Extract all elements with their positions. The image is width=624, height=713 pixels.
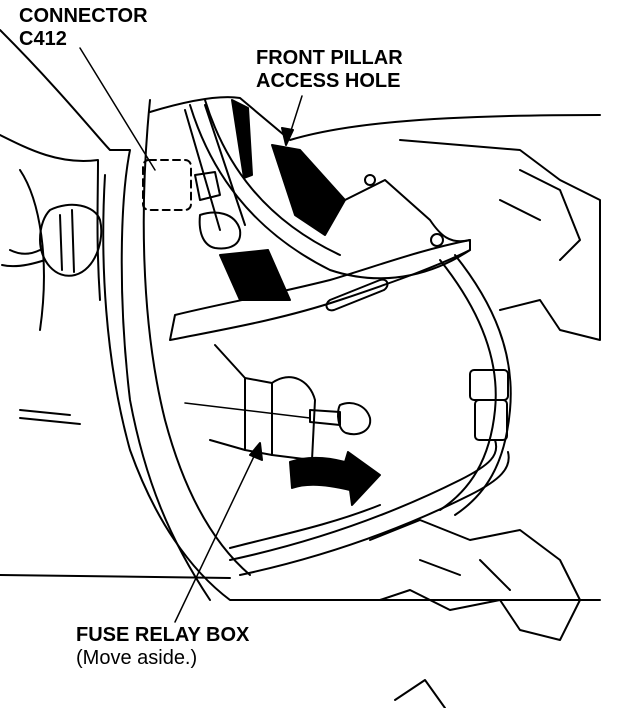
- right-harness: [439, 259, 497, 511]
- front-pillar-label-line2: ACCESS HOLE: [256, 70, 401, 92]
- dashboard-edge: [0, 29, 211, 601]
- relay-box-body: [271, 376, 316, 461]
- right-connector-2: [474, 399, 508, 441]
- right-harness-2: [454, 254, 512, 516]
- bracket-slot: [325, 278, 389, 312]
- right-connector: [469, 369, 509, 401]
- pillar-trim-inner: [142, 99, 251, 576]
- fuse-relay-box-label: FUSE RELAY BOX (Move aside.): [76, 624, 249, 670]
- lower-harness-3: [229, 504, 381, 549]
- pillar-trim-outer: [102, 174, 601, 601]
- access-hole-2: [271, 144, 346, 236]
- floor-line: [0, 574, 231, 579]
- front-pillar-label: FRONT PILLAR ACCESS HOLE: [256, 47, 403, 93]
- lower-right-body: [369, 519, 581, 641]
- left-knob: [1, 203, 103, 277]
- right-body: [399, 139, 601, 341]
- move-arrow: [289, 451, 381, 506]
- screw-head: [337, 402, 372, 436]
- fuse-relay-box-label-line2: (Move aside.): [76, 647, 198, 669]
- harness-1: [189, 104, 471, 280]
- relay-box-left: [209, 344, 246, 451]
- dashboard-edge-inner: [0, 134, 101, 301]
- screw-line: [184, 402, 311, 419]
- top-panel-inner: [184, 104, 246, 231]
- bracket: [169, 239, 471, 341]
- connector-plug: [194, 171, 221, 201]
- lower-harness-2: [239, 451, 510, 576]
- wire-bundle: [198, 211, 242, 250]
- fuse-arrowhead: [249, 442, 263, 461]
- dashboard-lower: [19, 169, 45, 331]
- right-detail: [499, 169, 581, 261]
- left-bar: [19, 409, 81, 425]
- harness-2: [204, 99, 341, 256]
- connector-label: CONNECTOR C412: [19, 5, 148, 51]
- fuse-relay-box-label-line1: FUSE RELAY BOX: [76, 624, 250, 646]
- connector-leader: [79, 47, 156, 171]
- lower-harness-1: [229, 439, 498, 561]
- bracket-hole-top: [364, 174, 376, 186]
- pillar-arrowhead: [281, 127, 294, 146]
- bracket-arm: [344, 179, 471, 243]
- connector-label-line2: C412: [19, 28, 67, 50]
- lower-right-detail: [419, 559, 511, 591]
- bracket-hole: [430, 233, 444, 247]
- front-pillar-label-line1: FRONT PILLAR: [256, 47, 403, 69]
- access-hole: [231, 99, 253, 179]
- top-panel: [149, 96, 601, 141]
- connector-c412: [142, 159, 192, 211]
- access-hole-3: [219, 249, 291, 301]
- fuse-leader: [174, 447, 259, 623]
- connector-label-line1: CONNECTOR: [19, 5, 148, 27]
- bottom-right-mark: [394, 679, 446, 709]
